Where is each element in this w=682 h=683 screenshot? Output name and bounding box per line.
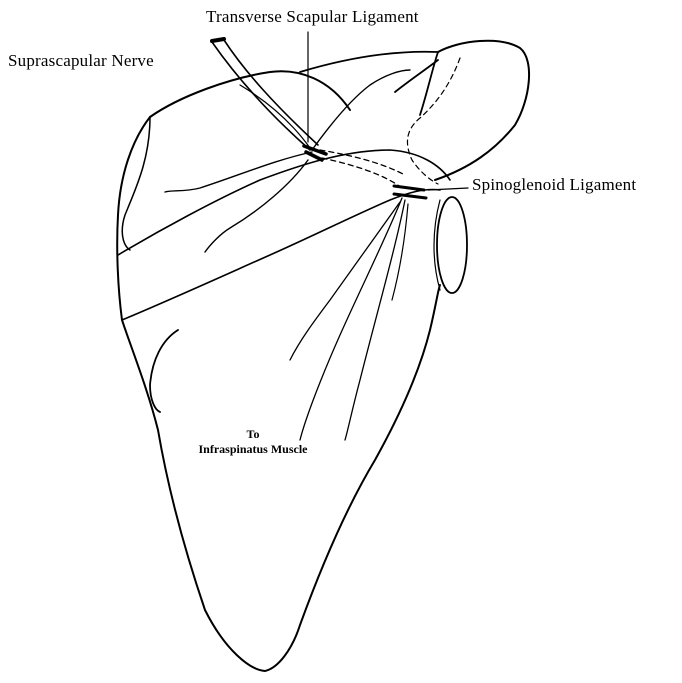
glenoid-cavity	[437, 197, 467, 293]
infraspinatus-label: To Infraspinatus Muscle	[178, 428, 328, 455]
nerve-end	[212, 39, 224, 41]
nerve-branch-mid	[165, 152, 312, 192]
infraspinatus-branch-3	[290, 202, 400, 360]
suprascapular-nerve	[212, 40, 318, 150]
nerve-dashed-course	[320, 150, 405, 188]
spinoglenoid-ligament-label: Spinoglenoid Ligament	[472, 176, 636, 193]
infraspinatus-muscle-text: Infraspinatus Muscle	[178, 443, 328, 455]
supraspinous-fossa-line	[122, 117, 150, 250]
to-text: To	[178, 428, 328, 440]
acromion-outline	[300, 52, 438, 115]
medial-border-line	[150, 330, 178, 412]
transverse-scapular-ligament-label: Transverse Scapular Ligament	[206, 8, 419, 25]
nerve-branch-upper	[312, 70, 410, 150]
nerve-branch-lower	[205, 160, 308, 252]
infraspinatus-branch-4	[392, 204, 408, 300]
suprascapular-nerve-label: Suprascapular Nerve	[8, 52, 154, 69]
